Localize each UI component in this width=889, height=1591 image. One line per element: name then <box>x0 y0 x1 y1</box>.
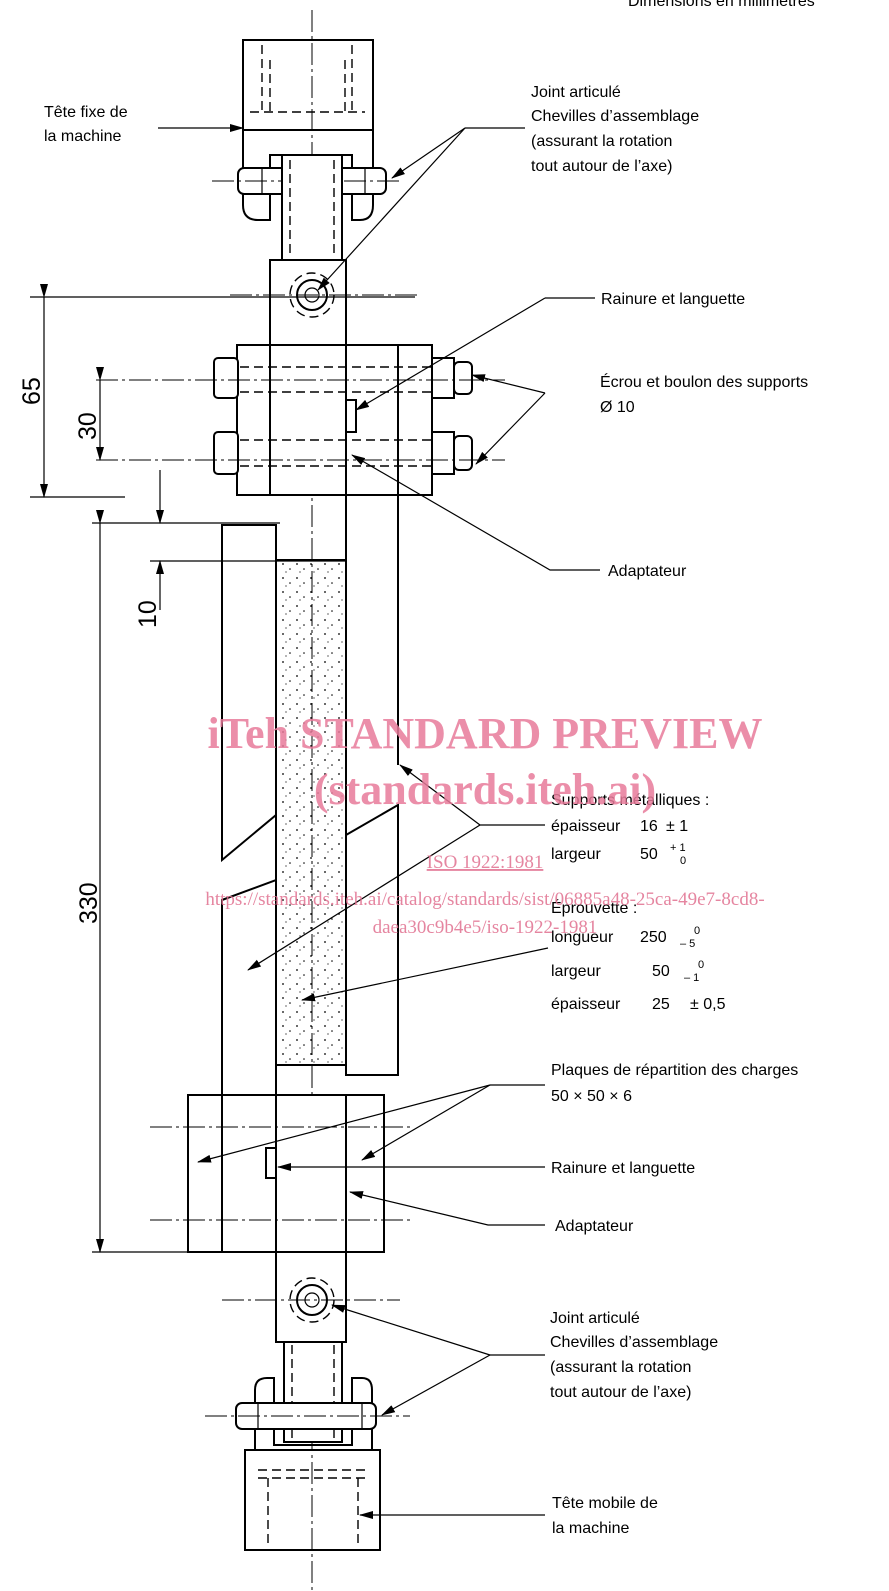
bottom-swivel-block <box>222 1251 400 1343</box>
top-swivel-block <box>230 259 420 349</box>
watermark: iTeh STANDARD PREVIEW (standards.iteh.ai… <box>205 709 764 938</box>
label-load-plates-2: 50 × 50 × 6 <box>551 1088 632 1105</box>
label-top-joint-4: tout autour de l’axe) <box>531 158 672 175</box>
label-bottom-joint-3: (assurant la rotation <box>550 1359 691 1376</box>
watermark-title: iTeh STANDARD PREVIEW <box>208 709 763 758</box>
specimen-assembly <box>221 495 399 1141</box>
label-top-joint-1: Joint articulé <box>531 84 621 101</box>
label-nut-bolt-2: Ø 10 <box>600 399 635 416</box>
spec-length-tol-upper: 0 <box>694 925 700 937</box>
units-note: Dimensions en millimètres <box>628 0 815 10</box>
sup-width-value: 50 <box>640 846 658 863</box>
spec-thickness-value: 25 <box>652 996 670 1013</box>
spec-thickness-tol: ± 0,5 <box>690 996 726 1013</box>
watermark-subtitle: (standards.iteh.ai) <box>314 765 656 814</box>
label-top-joint-3: (assurant la rotation <box>531 133 672 150</box>
label-nut-bolt-1: Écrou et boulon des supports <box>600 372 808 391</box>
watermark-iso-link[interactable]: ISO 1922:1981 <box>427 852 544 873</box>
dim-65: 65 <box>18 377 46 405</box>
dimension-lines <box>30 284 415 1253</box>
mobile-head-bottom <box>244 1377 381 1551</box>
sup-thickness-label: épaisseur <box>551 818 621 835</box>
bottom-adapter-assembly <box>150 1094 410 1253</box>
dim-10: 10 <box>134 600 162 628</box>
spec-width-label: largeur <box>551 963 601 980</box>
label-load-plates-1: Plaques de répartition des charges <box>551 1062 798 1079</box>
spec-width-value: 50 <box>652 963 670 980</box>
spec-length-value: 250 <box>640 929 667 946</box>
label-groove-top: Rainure et languette <box>601 291 745 308</box>
label-adapter-bottom: Adaptateur <box>555 1218 634 1235</box>
top-link <box>281 154 343 261</box>
label-mobile-head-1: Tête mobile de <box>552 1495 658 1512</box>
sup-width-label: largeur <box>551 846 601 863</box>
bottom-clevis-pin <box>205 1402 410 1430</box>
spec-width-tol-lower: – 1 <box>684 972 699 984</box>
label-mobile-head-2: la machine <box>552 1520 629 1537</box>
spec-thickness-label: épaisseur <box>551 996 621 1013</box>
label-metal-supports: Supports métalliques : <box>551 792 709 809</box>
spec-length-tol-lower: – 5 <box>680 938 695 950</box>
sup-thickness-tol: ± 1 <box>666 818 688 835</box>
dim-30: 30 <box>74 412 102 440</box>
sup-width-tol-upper: + 1 <box>670 842 686 854</box>
leader-lines <box>158 124 600 1519</box>
label-specimen: Éprouvette : <box>551 898 637 917</box>
label-adapter-top: Adaptateur <box>608 563 687 580</box>
spec-width-tol-upper: 0 <box>698 959 704 971</box>
top-adapter-assembly <box>96 344 505 496</box>
sup-thickness-value: 16 <box>640 818 658 835</box>
sup-width-tol-lower: 0 <box>680 855 686 867</box>
spec-length-label: longueur <box>551 929 614 946</box>
label-bottom-joint-4: tout autour de l’axe) <box>550 1384 691 1401</box>
label-bottom-joint-1: Joint articulé <box>550 1310 640 1327</box>
label-top-joint-2: Chevilles d’assemblage <box>531 108 699 125</box>
watermark-url-1[interactable]: https://standards.iteh.ai/catalog/standa… <box>205 889 764 910</box>
watermark-url-2[interactable]: daea30c9b4e5/iso-1922-1981 <box>373 917 598 938</box>
label-fixed-head-2: la machine <box>44 128 121 145</box>
label-bottom-joint-2: Chevilles d’assemblage <box>550 1334 718 1351</box>
label-fixed-head-1: Tête fixe de <box>44 104 128 121</box>
label-groove-bottom: Rainure et languette <box>551 1160 695 1177</box>
dim-330: 330 <box>75 882 103 924</box>
